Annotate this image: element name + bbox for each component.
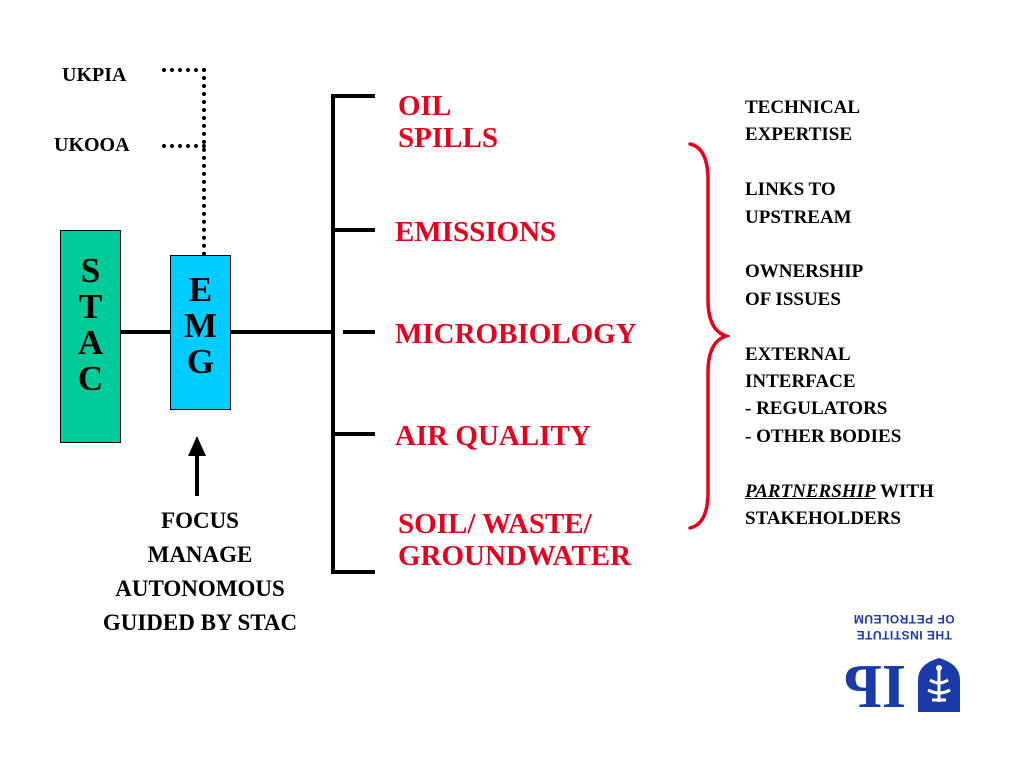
tree-spine xyxy=(331,94,335,574)
note-line: EXPERTISE xyxy=(745,124,853,146)
note-line-partnership: PARTNERSHIP WITH xyxy=(745,478,934,505)
focus-line: MANAGE xyxy=(147,542,253,567)
focus-line: AUTONOMOUS xyxy=(115,576,285,601)
branch-label: SPILLS xyxy=(398,122,498,154)
emg-letter: G xyxy=(186,342,215,381)
note-line: EXTERNAL xyxy=(745,343,851,365)
logo-text-line1: OF PETROLEUM xyxy=(853,612,955,626)
branch-soil-waste-groundwater: SOIL/ WASTE/ GROUNDWATER xyxy=(398,508,631,572)
note-line: UPSTREAM xyxy=(745,206,852,228)
branch-label: GROUNDWATER xyxy=(398,540,632,572)
branch-tick xyxy=(331,94,375,98)
focus-line: FOCUS xyxy=(161,508,239,533)
logo-letters: IP xyxy=(844,653,906,721)
branch-label: SOIL/ WASTE/ xyxy=(398,508,592,540)
stac-letter: A xyxy=(77,323,104,362)
stac-emg-connector xyxy=(121,330,171,334)
note-line: OF ISSUES xyxy=(745,288,841,310)
note-line: INTERFACE xyxy=(745,371,856,393)
focus-text-block: FOCUS MANAGE AUTONOMOUS GUIDED BY STAC xyxy=(70,504,330,640)
partnership-emphasis: PARTNERSHIP xyxy=(745,480,876,502)
branch-microbiology: MICROBIOLOGY xyxy=(395,318,637,350)
stac-letter: C xyxy=(77,359,104,398)
note-spacer xyxy=(745,231,934,258)
branch-air-quality: AIR QUALITY xyxy=(395,420,591,452)
note-line: OWNERSHIP xyxy=(745,261,864,283)
note-line: TECHNICAL xyxy=(745,97,861,118)
stac-letter: T xyxy=(78,287,103,326)
note-line: - OTHER BODIES xyxy=(745,425,902,447)
logo-text-line2: THE INSTITUTE xyxy=(856,628,952,642)
emg-letter: M xyxy=(183,306,218,345)
emg-box: E M G xyxy=(170,255,231,410)
emg-tree-connector xyxy=(231,330,335,334)
branch-tick xyxy=(331,570,375,574)
right-notes: TECHNICAL EXPERTISE LINKS TO UPSTREAM OW… xyxy=(745,94,934,533)
partnership-rest: WITH xyxy=(875,480,934,502)
logo-mirror-group: OF PETROLEUM THE INSTITUTE IP xyxy=(840,608,968,721)
note-spacer xyxy=(745,313,934,340)
stac-box: S T A C xyxy=(60,230,121,443)
ukpia-label: UKPIA xyxy=(62,64,127,86)
branch-tick xyxy=(331,228,375,232)
branch-label: OIL xyxy=(398,90,452,122)
branch-emissions: EMISSIONS xyxy=(395,216,557,248)
branch-oil-spills: OIL SPILLS xyxy=(398,90,498,154)
branch-tick xyxy=(343,330,375,334)
curly-bracket xyxy=(688,142,730,530)
focus-line: GUIDED BY STAC xyxy=(102,610,298,635)
ukpia-dotted-connector xyxy=(162,68,206,72)
note-spacer xyxy=(745,149,934,176)
ukooa-dotted-connector xyxy=(162,144,206,148)
logo-shield-icon xyxy=(918,658,960,712)
note-line: STAKEHOLDERS xyxy=(745,508,901,530)
emg-letter: E xyxy=(188,270,213,309)
branch-tick xyxy=(331,432,375,436)
stac-letter: S xyxy=(80,251,101,290)
arrow-shaft xyxy=(195,452,199,496)
note-line: LINKS TO xyxy=(745,179,836,201)
ip-logo: OF PETROLEUM THE INSTITUTE IP xyxy=(840,608,968,721)
arrow-head-icon xyxy=(188,436,206,456)
ukooa-label: UKOOA xyxy=(54,134,130,156)
vertical-dotted-connector xyxy=(202,68,206,256)
note-line: - REGULATORS xyxy=(745,398,888,420)
note-spacer xyxy=(745,450,934,477)
